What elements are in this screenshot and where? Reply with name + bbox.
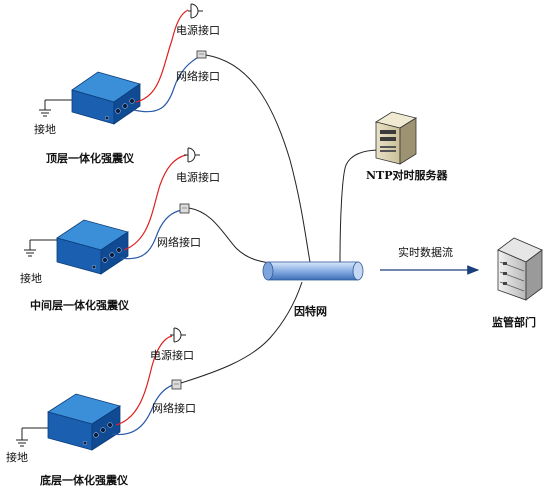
data-flow-label: 实时数据流 <box>398 245 453 259</box>
ground-icon <box>16 427 48 447</box>
ground-label: 接地 <box>34 123 56 136</box>
device-name: 中间层一体化强震仪 <box>30 298 130 312</box>
power-cable <box>115 335 173 426</box>
power-label: 电源接口 <box>176 170 220 184</box>
device-name: 顶层一体化强震仪 <box>46 151 135 165</box>
ethernet-cable <box>180 281 303 384</box>
network-label: 网络接口 <box>152 401 196 415</box>
device-middle: 接地 中间层一体化强震仪 电源接口 网络接口 <box>20 147 277 312</box>
internet-label: 因特网 <box>294 304 327 318</box>
ground-icon <box>24 239 58 257</box>
signal-cable <box>111 383 177 436</box>
data-storage-icon <box>497 237 543 301</box>
network-connector-icon <box>179 203 190 214</box>
device-top: 接地 顶层一体化强震仪 电源接口 网络接口 <box>34 3 311 263</box>
ground-icon <box>39 99 74 117</box>
signal-cable <box>133 55 201 113</box>
power-plug-icon <box>170 327 186 343</box>
device-bottom: 接地 底层一体化强震仪 电源接口 网络接口 <box>6 281 303 487</box>
network-label: 网络接口 <box>176 69 220 83</box>
power-plug-icon <box>184 147 200 163</box>
ntp-server-label: NTP对时服务器 <box>366 168 449 182</box>
power-cable <box>135 9 189 103</box>
network-label: 网络接口 <box>157 235 201 249</box>
ethernet-cable <box>188 207 277 265</box>
ntp-cable <box>339 149 381 263</box>
network-connector-icon <box>171 379 182 390</box>
seismograph-box-icon <box>56 219 129 275</box>
network-connector-icon <box>196 50 207 59</box>
ground-label: 接地 <box>6 451 28 464</box>
ethernet-cable <box>205 54 311 263</box>
internet-pipe-icon <box>262 261 364 281</box>
seismograph-box-icon <box>71 71 141 125</box>
power-label: 电源接口 <box>150 348 194 362</box>
seismograph-box-icon <box>47 393 121 451</box>
power-cable <box>123 154 187 251</box>
monitor-label: 监管部门 <box>492 315 536 329</box>
ground-label: 接地 <box>20 272 42 285</box>
power-label: 电源接口 <box>176 23 220 37</box>
power-plug-icon <box>188 3 203 19</box>
signal-cable <box>120 209 183 260</box>
server-icon <box>374 111 418 165</box>
device-name: 底层一体化强震仪 <box>40 473 129 487</box>
